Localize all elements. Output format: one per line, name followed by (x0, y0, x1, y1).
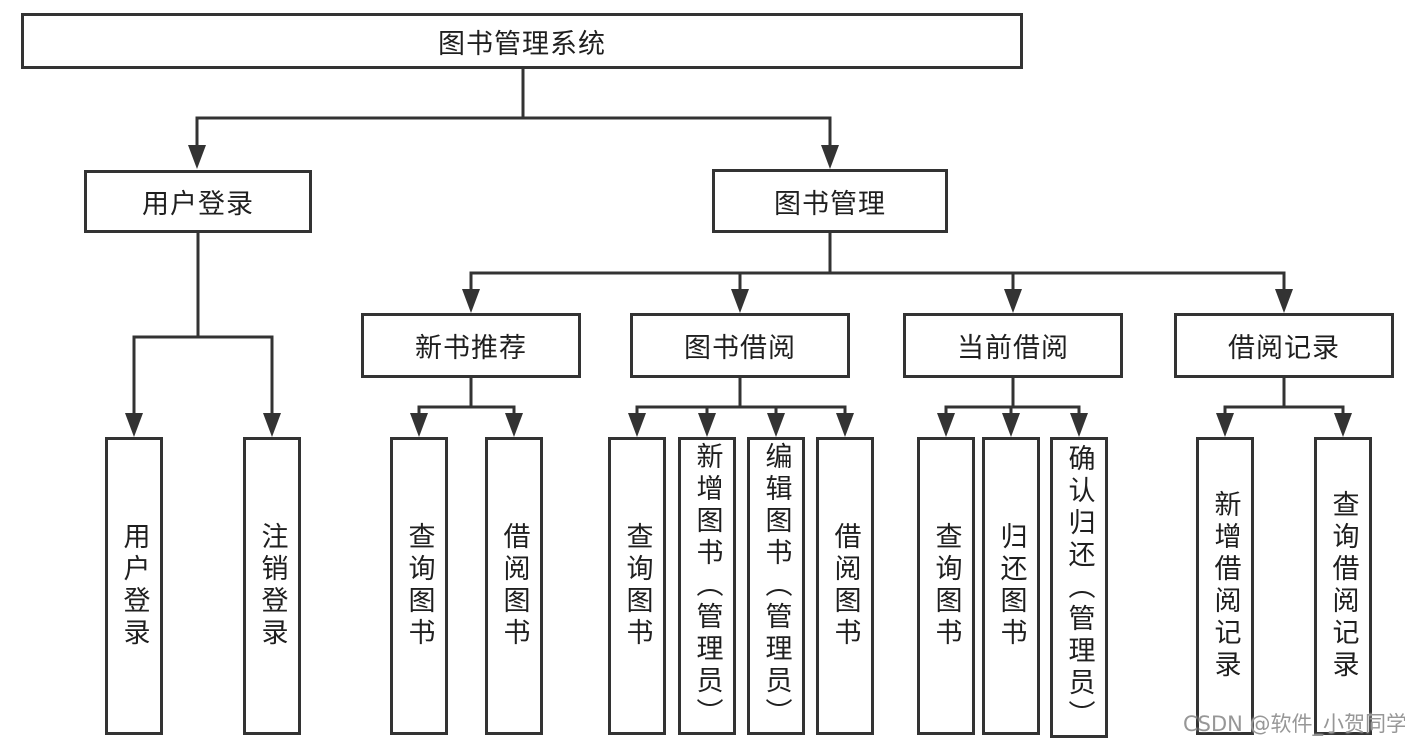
connector-book-borrow-children (628, 378, 854, 437)
node-label: 注销登录 (256, 522, 288, 650)
leaf-query-borrow-record: 查询借阅记录 (1314, 437, 1372, 735)
node-label: 图书管理系统 (438, 28, 606, 60)
node-label: 确认归还（管理员） (1063, 443, 1095, 732)
node-label: 查询借阅记录 (1327, 490, 1359, 682)
node-label: 用户登录 (142, 189, 254, 220)
leaf-query-book-1: 查询图书 (390, 437, 448, 735)
node-new-book-recommend: 新书推荐 (361, 313, 581, 378)
leaf-query-book-3: 查询图书 (917, 437, 975, 735)
leaf-user-login: 用户登录 (105, 437, 163, 735)
node-label: 图书管理 (774, 188, 886, 220)
node-label: 新书推荐 (415, 333, 527, 364)
leaf-edit-book-admin: 编辑图书（管理员） (747, 437, 805, 735)
node-label: 用户登录 (118, 522, 150, 650)
node-label: 查询图书 (403, 522, 435, 650)
node-user-login-module: 用户登录 (84, 170, 312, 233)
connector-user-login-children (125, 233, 281, 437)
connector-book-mgmt-children (462, 233, 1293, 313)
node-label: 当前借阅 (957, 333, 1069, 364)
connector-borrow-record-children (1216, 378, 1352, 437)
node-label: 借阅图书 (498, 522, 530, 650)
connector-current-borrow-children (937, 378, 1088, 437)
node-book-management-module: 图书管理 (712, 169, 948, 233)
node-label: 查询图书 (621, 522, 653, 650)
leaf-logout: 注销登录 (243, 437, 301, 735)
node-label: 新增图书（管理员） (691, 442, 723, 730)
node-label: 编辑图书（管理员） (760, 442, 792, 730)
node-label: 借阅记录 (1228, 333, 1340, 364)
leaf-add-borrow-record: 新增借阅记录 (1196, 437, 1254, 735)
node-current-borrow: 当前借阅 (903, 313, 1123, 378)
node-label: 借阅图书 (829, 522, 861, 650)
node-label: 新增借阅记录 (1209, 490, 1241, 682)
node-book-borrow: 图书借阅 (630, 313, 850, 378)
node-label: 图书借阅 (684, 333, 796, 364)
connector-root-to-level2 (188, 69, 839, 169)
node-label: 归还图书 (995, 522, 1027, 650)
leaf-borrow-book-2: 借阅图书 (816, 437, 874, 735)
node-label: 查询图书 (930, 522, 962, 650)
leaf-query-book-2: 查询图书 (608, 437, 666, 735)
leaf-return-book: 归还图书 (982, 437, 1040, 735)
leaf-confirm-return-admin: 确认归还（管理员） (1050, 437, 1108, 738)
connector-new-book-children (410, 378, 523, 437)
csdn-watermark: CSDN @软件_小贺同学 (1183, 712, 1405, 736)
leaf-borrow-book-1: 借阅图书 (485, 437, 543, 735)
node-borrow-record: 借阅记录 (1174, 313, 1394, 378)
node-root-system: 图书管理系统 (21, 13, 1023, 69)
leaf-add-book-admin: 新增图书（管理员） (678, 437, 736, 735)
